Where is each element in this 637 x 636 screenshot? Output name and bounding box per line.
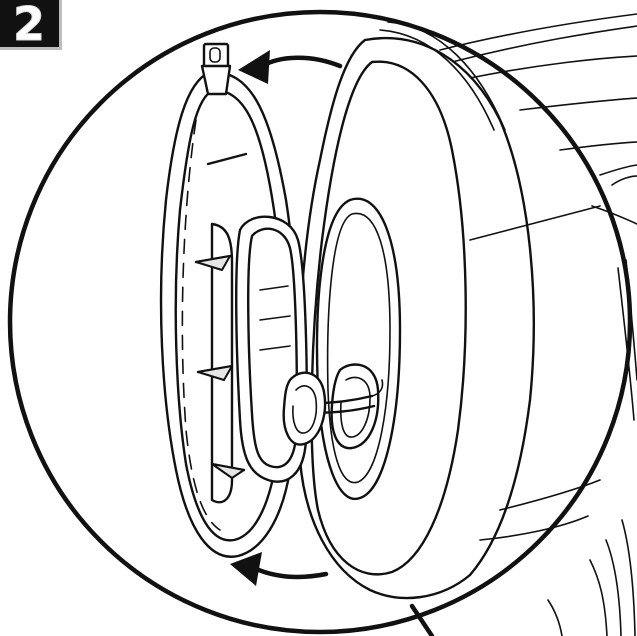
mirror-housing [296,21,601,600]
step-badge: 2 [0,0,62,50]
curved-arrow-left-icon [230,552,329,586]
wiring-connector [298,363,384,450]
step-number: 2 [12,0,46,51]
curved-arrow-left-icon [238,50,343,84]
retaining-clip-icon [200,42,232,96]
wire-plug [282,371,327,446]
detail-leader-line [409,603,435,636]
detail-magnifier-circle [7,9,633,635]
